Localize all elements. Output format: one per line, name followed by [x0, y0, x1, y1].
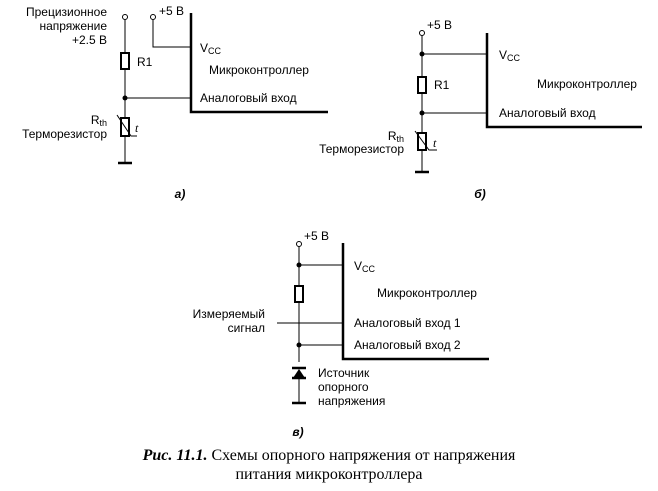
analog-input-label: Аналоговый вход	[499, 106, 596, 120]
thermistor-label: Терморезистор	[319, 142, 404, 156]
signal-label-line2: сигнал	[228, 321, 265, 335]
microcontroller-label: Микроконтроллер	[209, 63, 309, 77]
ref-voltage-label-line1: Прецизионное	[26, 5, 107, 19]
analog-input2-label: Аналоговый вход 2	[354, 338, 461, 352]
circuit-b: +5 В R1 t Rth Терморезистор VCC Микрокон…	[319, 18, 642, 201]
supply-terminal	[419, 30, 425, 36]
microcontroller-label: Микроконтроллер	[377, 286, 477, 300]
vcc-label: VCC	[354, 259, 376, 274]
resistor-r1	[120, 52, 130, 70]
supply-label: +5 В	[304, 229, 329, 243]
ref-voltage-label-line2: напряжение	[39, 19, 107, 33]
supply-terminal	[150, 14, 156, 20]
caption-line1: Схемы опорного напряжения от напряжения	[207, 447, 516, 464]
supply-label: +5 В	[427, 18, 452, 32]
thermistor-label: Терморезистор	[22, 127, 107, 141]
thermistor-slash	[116, 114, 137, 137]
microcontroller-label: Микроконтроллер	[537, 77, 637, 91]
rth-label: Rth	[388, 129, 404, 144]
circuit-a: Прецизионное напряжение +2.5 В R1 t Rth …	[22, 4, 328, 201]
ref-source-label-line2: опорного	[318, 380, 369, 394]
supply-terminal	[296, 241, 302, 247]
vcc-label: VCC	[200, 41, 222, 56]
ref-source-label-line1: Источник	[318, 366, 370, 380]
signal-label-line1: Измеряемый	[193, 307, 265, 321]
caption-line2: питания микроконтроллера	[235, 466, 423, 483]
thermistor-slash	[414, 130, 437, 151]
analog-input-label: Аналоговый вход	[200, 91, 297, 105]
figure-caption: Рис. 11.1. Схемы опорного напряжения от …	[0, 446, 658, 484]
vcc-wire	[152, 20, 191, 48]
ref-terminal	[122, 14, 128, 20]
vcc-label: VCC	[499, 48, 521, 63]
temperature-symbol: t	[135, 121, 139, 135]
thermistor-rth	[417, 132, 427, 151]
ref-source-label-line3: напряжения	[318, 394, 385, 408]
zener-diode-icon	[293, 369, 305, 378]
rth-label: Rth	[91, 113, 107, 128]
figure-label-b: б)	[474, 187, 485, 201]
ref-voltage-label-line3: +2.5 В	[72, 33, 107, 47]
microcontroller-outline	[485, 33, 642, 129]
temperature-symbol: t	[433, 136, 437, 150]
resistor	[294, 285, 304, 303]
analog-input1-label: Аналоговый вход 1	[354, 316, 461, 330]
circuit-c: +5 В Измеряемый сигнал Источник опорного…	[193, 229, 489, 439]
caption-prefix: Рис. 11.1.	[142, 447, 208, 464]
figure-label-c: в)	[292, 425, 303, 439]
r1-label: R1	[137, 55, 153, 69]
microcontroller-outline	[189, 13, 328, 114]
supply-label: +5 В	[159, 4, 184, 18]
figure-label-a: а)	[175, 187, 186, 201]
resistor-r1	[417, 76, 427, 94]
r1-label: R1	[434, 78, 450, 92]
microcontroller-outline	[341, 243, 489, 361]
